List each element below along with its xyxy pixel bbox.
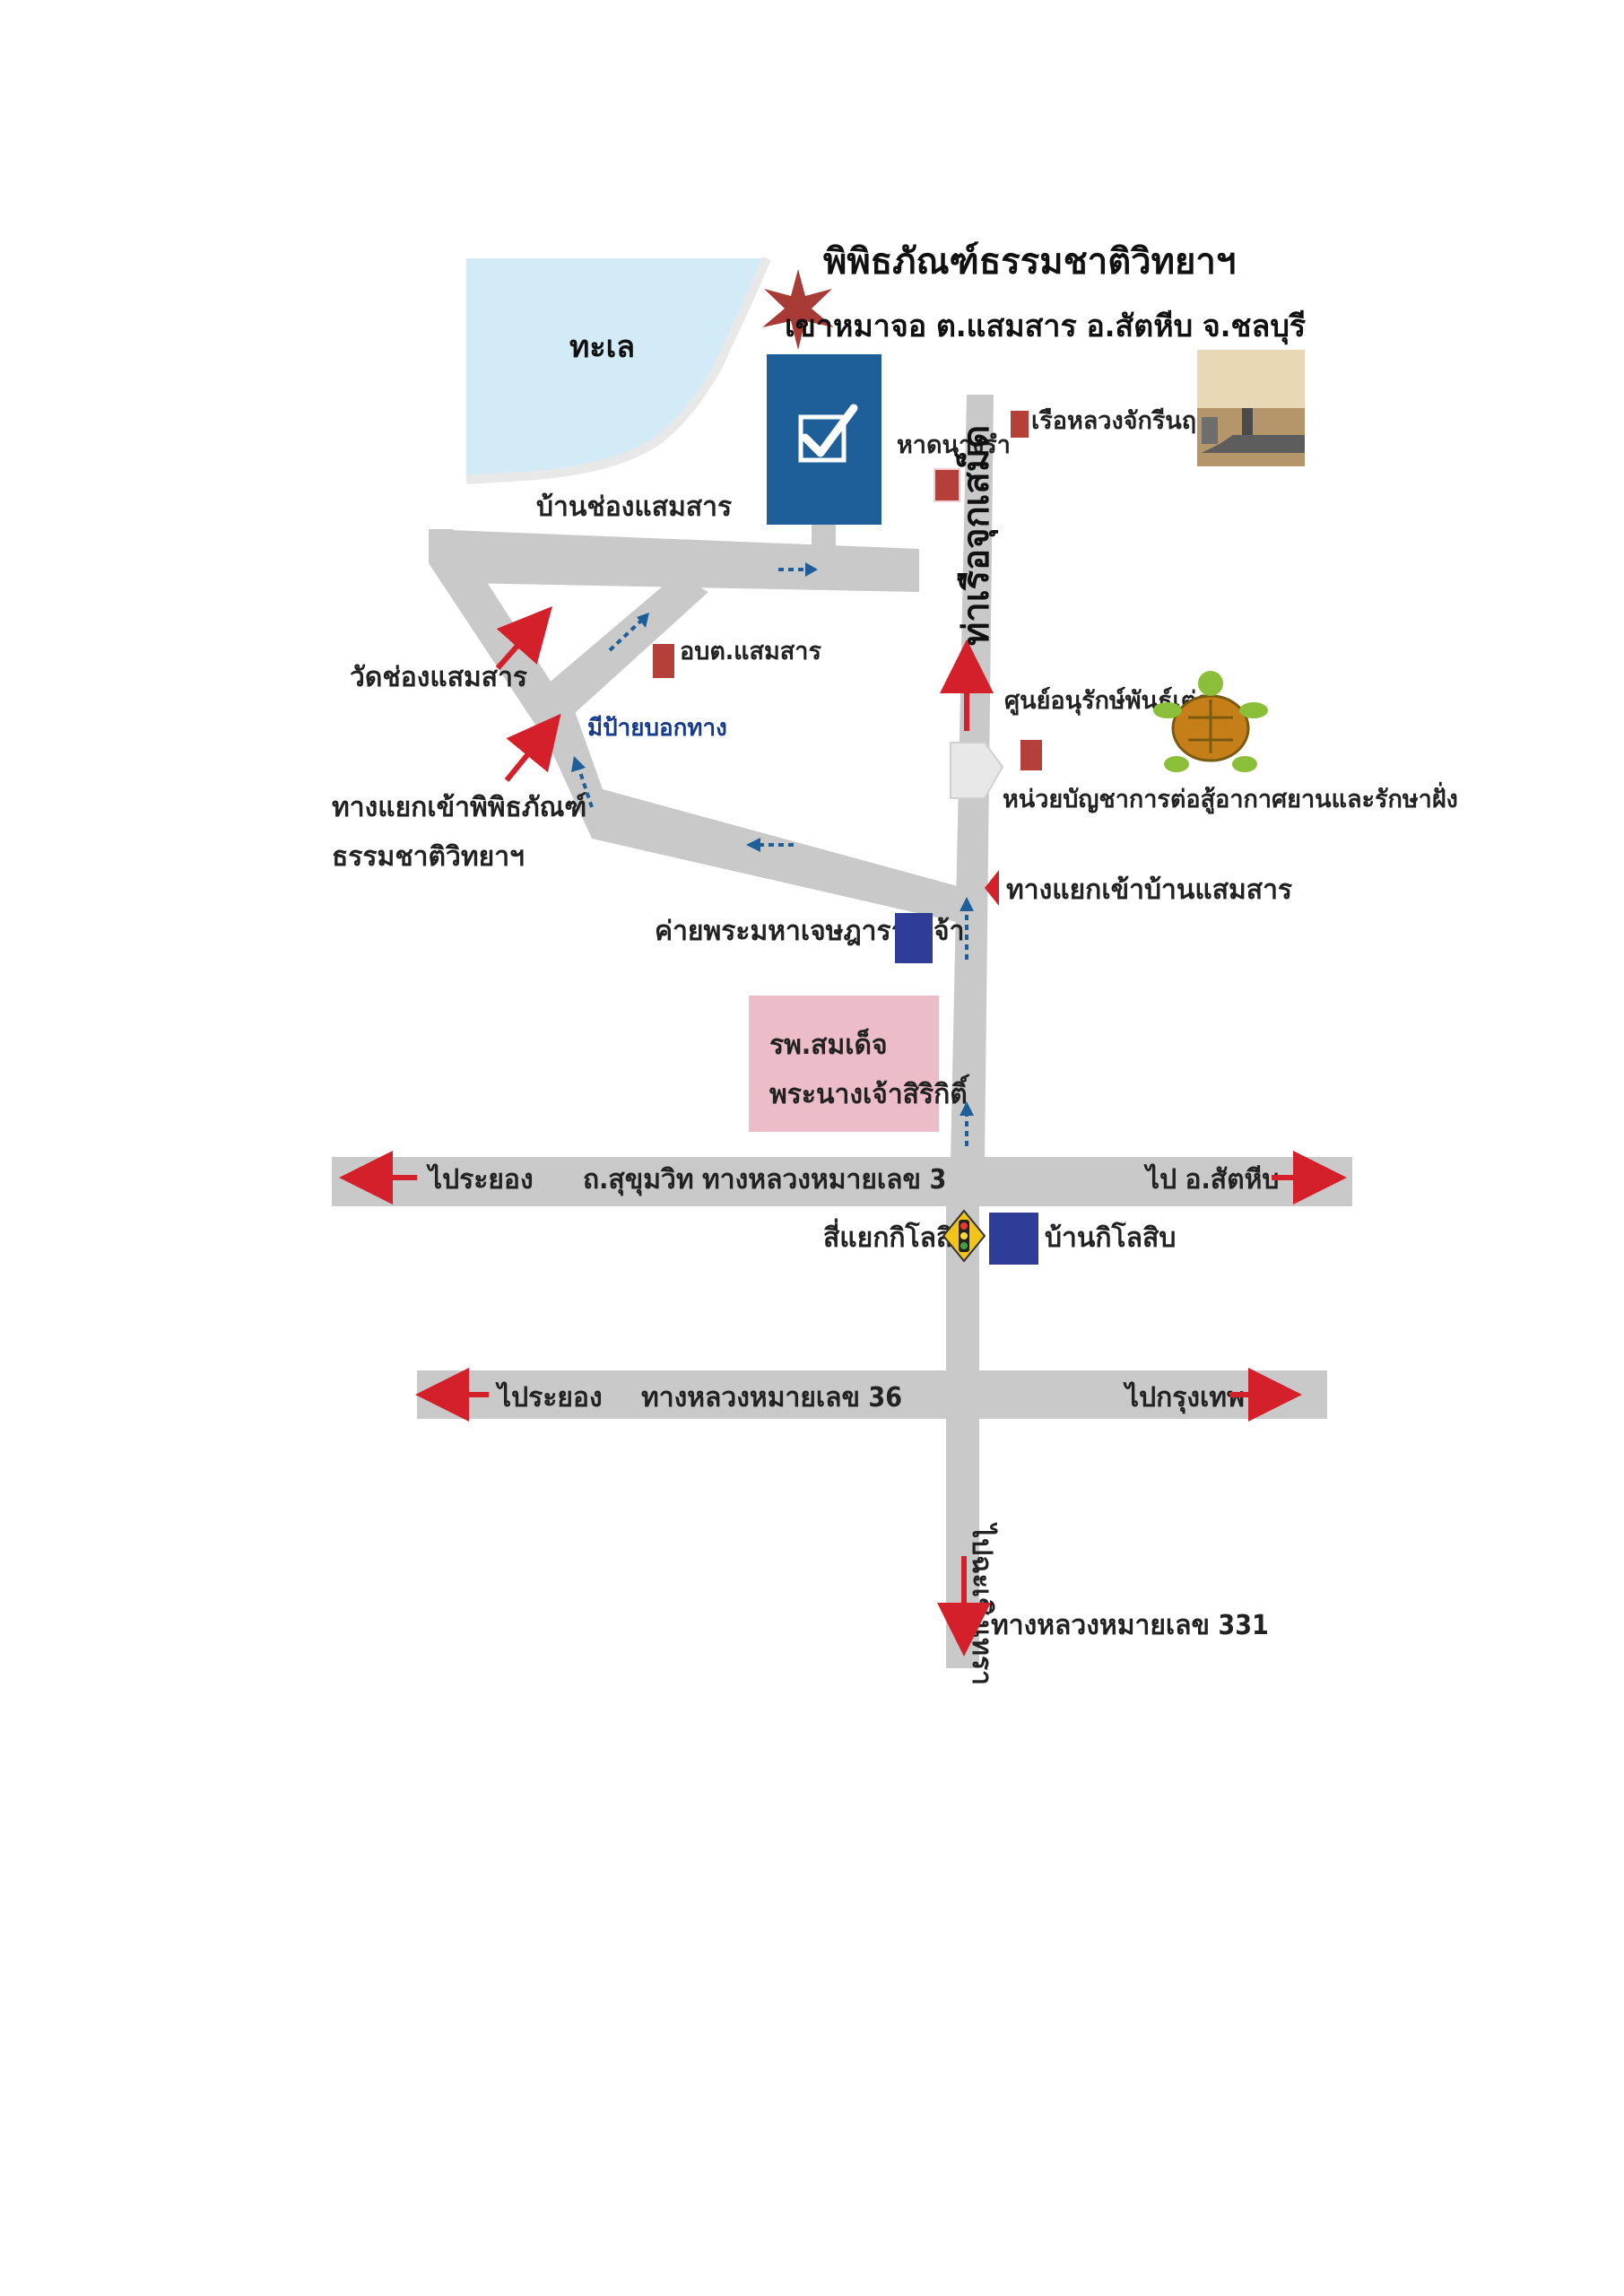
to-rayong-label-1: ไประยอง bbox=[426, 1163, 534, 1196]
highway-36-road bbox=[417, 1370, 1327, 1419]
obt-marker[interactable] bbox=[653, 644, 674, 678]
village-road bbox=[429, 529, 919, 592]
sea-area bbox=[466, 258, 767, 480]
museum-junction-label-1: ทางแยกเข้าพิพิธภัณฑ์ bbox=[332, 792, 586, 823]
highway331-label: ทางหลวงหมายเลข 331 bbox=[991, 1610, 1269, 1641]
air-defense-building bbox=[950, 742, 1004, 799]
coast-road-label: ท่าเรือจุกเสม็ด bbox=[953, 425, 999, 646]
route-direction-arrowheads bbox=[571, 562, 974, 1116]
hospital-label-2: พระนางเจ้าสิริกิติ์ bbox=[769, 1074, 970, 1110]
blue-arrow-connector-nw bbox=[577, 766, 594, 808]
aircraft-carrier-photo bbox=[1197, 350, 1305, 466]
to-bangkok-label: ไปกรุงเทพ bbox=[1123, 1381, 1245, 1414]
sign-label: มีป้ายบอกทาง bbox=[587, 715, 727, 742]
air-defense-marker[interactable] bbox=[1020, 740, 1042, 770]
museum-marker[interactable] bbox=[767, 354, 881, 525]
village-road-label: บ้านช่องแสมสาร bbox=[536, 491, 732, 523]
star-icon bbox=[762, 269, 834, 350]
traffic-light-icon bbox=[942, 1209, 986, 1263]
sukhumvit-label: ถ.สุขุมวิท ทางหลวงหมายเลข 3 bbox=[583, 1164, 946, 1196]
air-defense-label: หน่วยบัญชาการต่อสู้อากาศยานและรักษาฝั่ง bbox=[1003, 781, 1458, 814]
museum-junction-pointer-arrow bbox=[504, 713, 561, 782]
highway36-label: ทางหลวงหมายเลข 36 bbox=[641, 1382, 902, 1413]
to-rayong-label-2: ไประยอง bbox=[495, 1381, 603, 1413]
museum-title: พิพิธภัณฑ์ธรรมชาติวิทยาฯ bbox=[823, 241, 1236, 283]
junction-pointer-icon bbox=[985, 870, 999, 906]
lower-connector-road bbox=[536, 709, 964, 924]
ban-kilo-label: บ้านกิโลสิบ bbox=[1045, 1221, 1176, 1254]
diagonal-link-road bbox=[529, 574, 708, 722]
beach-marker[interactable] bbox=[934, 468, 960, 502]
museum-address: เขาหมาจอ ต.แสมสาร อ.สัตหีบ จ.ชลบุรี bbox=[785, 309, 1307, 345]
sukhumvit-road bbox=[332, 1157, 1352, 1206]
checkmark-icon bbox=[798, 404, 858, 463]
to-sattahip-label: ไป อ.สัตหีบ bbox=[1143, 1163, 1279, 1196]
turtle-icon bbox=[1153, 671, 1268, 772]
route-direction-arrows bbox=[577, 568, 968, 1146]
road-network bbox=[332, 395, 1352, 1668]
road-331 bbox=[946, 1206, 979, 1668]
ship-marker[interactable] bbox=[1011, 411, 1029, 438]
obt-label: อบต.แสมสาร bbox=[680, 638, 821, 665]
hospital-label-1: รพ.สมเด็จ bbox=[769, 1028, 888, 1061]
museum-access-road bbox=[812, 520, 836, 552]
blue-arrow-diagonal bbox=[608, 619, 643, 652]
beach-label: หาดนางรำ bbox=[897, 431, 1011, 459]
village-junction-label: ทางแยกเข้าบ้านแสมสาร bbox=[1006, 874, 1292, 906]
museum-junction-label-2: ธรรมชาติวิทยาฯ bbox=[332, 841, 525, 873]
sea-label: ทะเล bbox=[569, 329, 635, 365]
coastline bbox=[465, 257, 771, 484]
temple-pointer-arrow bbox=[495, 606, 552, 670]
camp-marker[interactable] bbox=[895, 913, 933, 963]
ban-kilo-marker[interactable] bbox=[989, 1213, 1038, 1265]
hospital-block[interactable] bbox=[749, 996, 939, 1132]
to-chachoengsao-label: ไปฉะเชิงเทรา bbox=[966, 1522, 998, 1685]
